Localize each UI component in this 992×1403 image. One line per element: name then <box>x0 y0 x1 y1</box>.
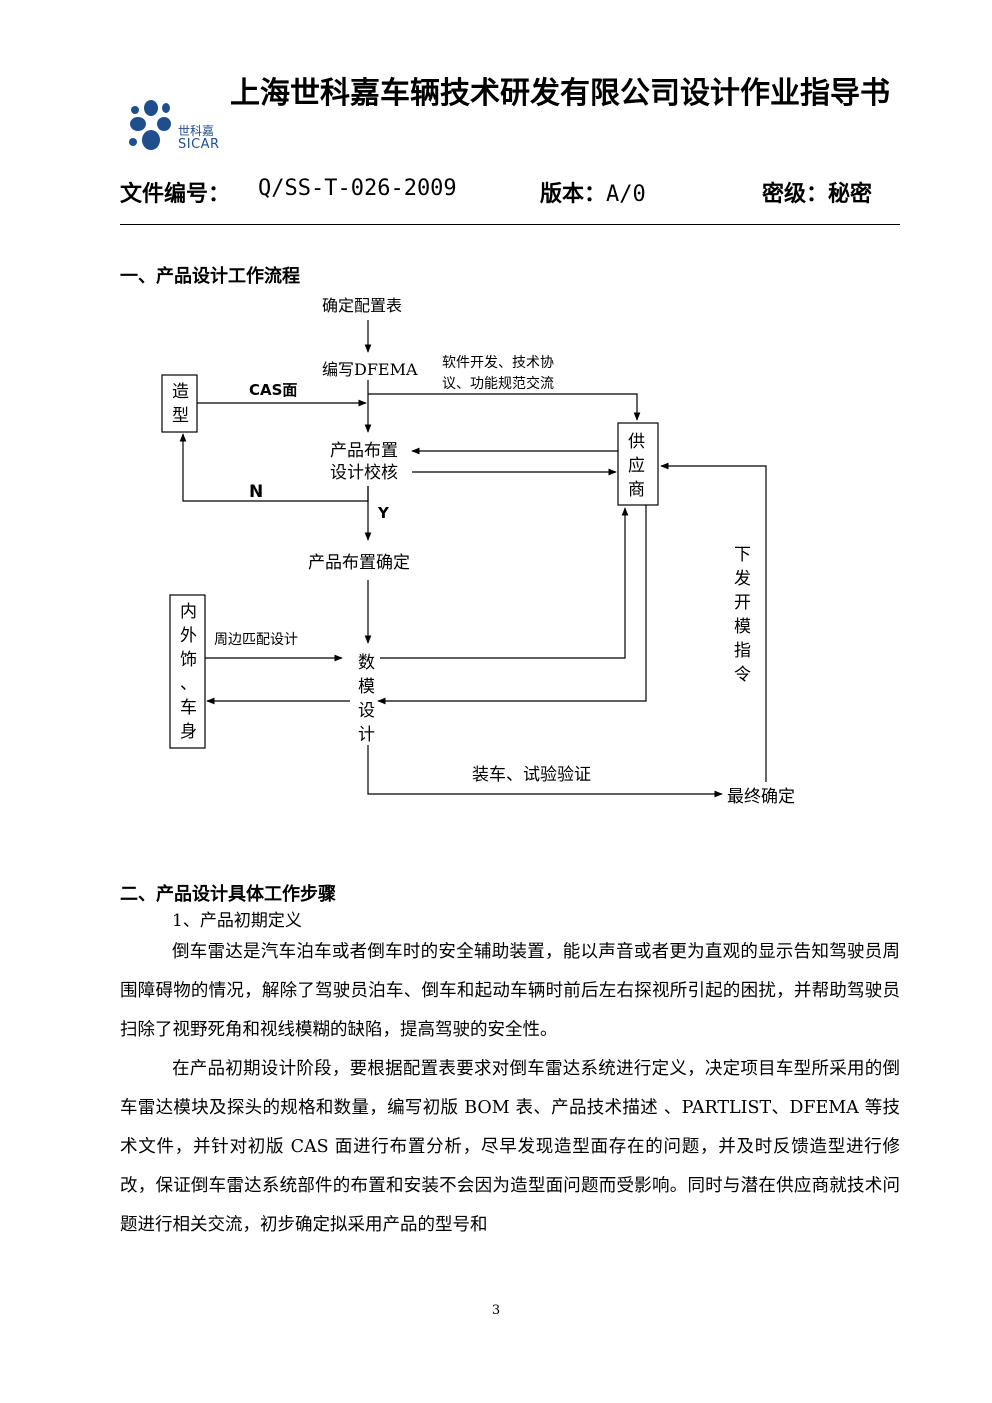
node-config-table: 确定配置表 <box>322 296 402 315</box>
node-interior-5: 车 <box>180 698 197 718</box>
version-field: 版本：A/0 <box>540 176 646 208</box>
label-cas: CAS面 <box>249 381 297 399</box>
node-styling-1: 造 <box>172 382 189 402</box>
node-interior-4: 、 <box>180 674 197 694</box>
logo-english-text: SICAR <box>178 137 220 152</box>
file-number-text: Q/SS-T-026-2009 <box>258 176 457 201</box>
node-interior-2: 外 <box>180 626 197 646</box>
section2-heading: 二、产品设计具体工作步骤 <box>120 884 336 905</box>
node-interior-3: 饰 <box>180 650 197 670</box>
secret-level-field: 密级：秘密 <box>762 176 872 208</box>
label-mold-1: 下 <box>734 545 751 565</box>
sicar-logo-icon <box>129 100 171 150</box>
version-label: 版本： <box>540 182 607 207</box>
arrow-supplier-to-digital <box>377 505 647 705</box>
node-digital-2: 模 <box>358 677 375 697</box>
node-write-dfema: 编写DFEMA <box>322 360 418 379</box>
label-peripheral: 周边匹配设计 <box>214 632 298 648</box>
node-styling-2: 型 <box>172 406 189 426</box>
arrow-software-to-supplier <box>368 393 641 421</box>
node-supplier-1: 供 <box>628 432 645 452</box>
label-n: N <box>249 482 263 502</box>
section1-heading: 一、产品设计工作流程 <box>120 266 300 287</box>
label-mold-4: 模 <box>734 617 751 637</box>
arrow-mold-order <box>660 462 767 782</box>
label-y: Y <box>377 504 390 522</box>
supplier-box <box>617 422 659 506</box>
label-mold-3: 开 <box>734 593 751 613</box>
label-mold-6: 令 <box>734 665 751 685</box>
interior-box <box>169 594 206 749</box>
version-value: A/0 <box>606 182 646 207</box>
node-supplier-3: 商 <box>628 480 645 500</box>
sicar-logo <box>129 100 171 150</box>
page-number: 3 <box>491 1303 501 1318</box>
secret-value: 秘密 <box>828 182 873 207</box>
node-layout-confirm: 产品布置确定 <box>308 553 410 573</box>
node-digital-4: 计 <box>358 725 375 745</box>
label-mold-2: 发 <box>734 569 751 589</box>
paragraph-1: 倒车雷达是汽车泊车或者倒车时的安全辅助装置，能以声音或者更为直观的显示告知驾驶员… <box>120 942 900 1040</box>
document-title: 上海世科嘉车辆技术研发有限公司设计作业指导书 <box>230 76 890 111</box>
section2-subheading: 1、产品初期定义 <box>172 911 302 931</box>
arrow-digital-to-final <box>367 745 723 798</box>
file-number-label: 文件编号： <box>120 182 231 207</box>
file-number-value: Q/SS-T-026-2009 <box>258 176 457 201</box>
header-divider <box>120 224 900 225</box>
paragraph-2: 在产品初期设计阶段，要根据配置表要求对倒车雷达系统进行定义，决定项目车型所采用的… <box>120 1059 900 1235</box>
section2-body: 倒车雷达是汽车泊车或者倒车时的安全辅助装置，能以声音或者更为直观的显示告知驾驶员… <box>120 933 900 1245</box>
node-interior-1: 内 <box>180 602 197 622</box>
node-layout-check-2: 设计校核 <box>330 463 398 483</box>
node-interior-6: 身 <box>180 722 197 742</box>
secret-label: 密级： <box>762 182 829 207</box>
label-software-dev-2: 议、功能规范交流 <box>442 375 554 392</box>
label-software-dev-1: 软件开发、技术协 <box>442 355 554 371</box>
logo-chinese-text: 世科嘉 <box>178 124 215 138</box>
label-mold-5: 指 <box>734 641 751 661</box>
node-final: 最终确定 <box>727 787 795 807</box>
arrow-digital-to-supplier <box>380 507 629 659</box>
design-flowchart: 确定配置表 编写DFEMA 软件开发、技术协 议、功能规范交流 造 型 CAS面… <box>161 296 795 807</box>
node-digital-1: 数 <box>358 653 375 673</box>
label-assembly: 装车、试验验证 <box>472 765 591 785</box>
node-layout-check-1: 产品布置 <box>330 441 398 461</box>
node-supplier-2: 应 <box>628 456 645 476</box>
node-digital-3: 设 <box>358 701 375 721</box>
